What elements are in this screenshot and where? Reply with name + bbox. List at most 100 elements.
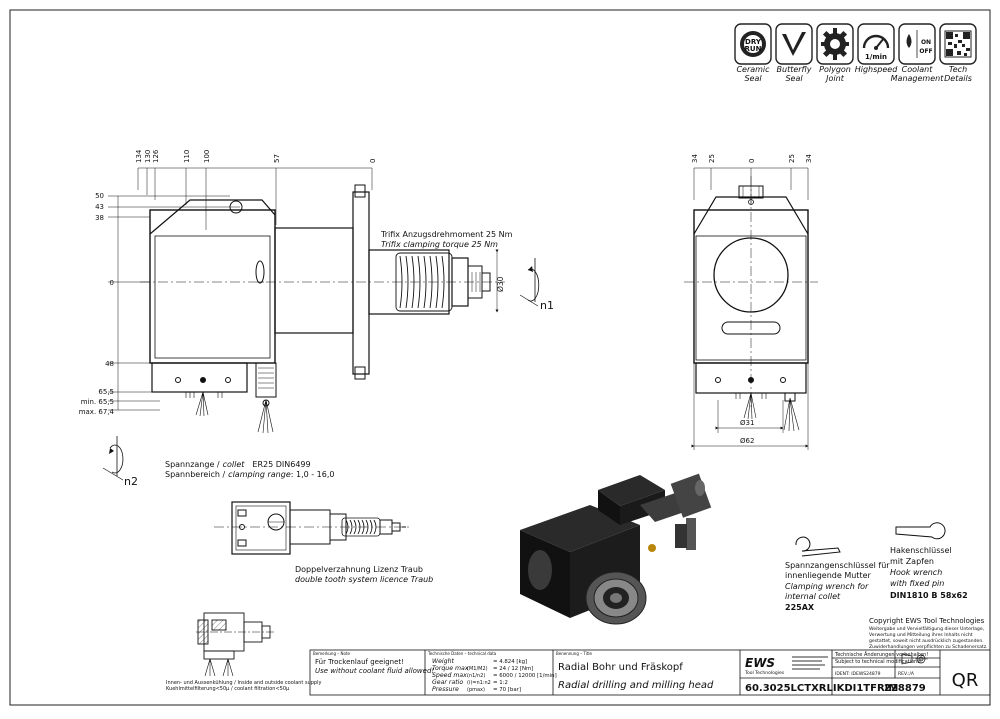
ews-logo-text: EWS (745, 656, 775, 670)
front-view (684, 167, 818, 450)
wrench2-de-2: mit Zapfen (890, 557, 934, 566)
dim-max-67-4: max. 67,4 (79, 408, 115, 416)
wrench1-en-2: internal collet (785, 592, 841, 601)
copyright-line-4: Zuwiderhandlungen verpflichten zu Schade… (869, 644, 988, 650)
rotation-n2-symbol (102, 436, 124, 481)
butterfly-seal-icon (775, 23, 813, 65)
tech-note-en: Subject to technical modifications! (835, 659, 922, 665)
ceramic-seal-glyph-1: DRY (745, 38, 762, 46)
clamp-torque-de: Trifix Anzugsdrehmoment 25 Nm (380, 230, 513, 239)
tech-label-2: Speed max. (432, 672, 469, 679)
traub-text-en: double tooth system licence Traub (295, 575, 433, 584)
ceramic-seal-glyph-2: RUN (745, 45, 762, 53)
remark-en: Use without coolant fluid allowed! (315, 667, 434, 675)
dim-dia30: Ø30 (496, 276, 505, 292)
caption-butterfly-2: Seal (785, 74, 803, 83)
wrench2-de-1: Hakenschlüssel (890, 546, 952, 555)
dim-134: 134 (135, 149, 143, 163)
highspeed-glyph: 1/min (865, 53, 887, 61)
coolant-note-de: Innen- und Aussenkühlung / Inside and ou… (166, 680, 321, 686)
caption-coolant-2: Management (891, 74, 945, 83)
tech-unit-1: (M1/M2) (467, 666, 488, 672)
sheet-border (9, 9, 991, 706)
tech-label-1: Torque max (432, 665, 469, 672)
remark-de: Für Trockenlauf geeignet! (315, 658, 404, 666)
tech-value-0: = 4.824 [kg] (493, 659, 527, 665)
dim-57: 57 (273, 154, 281, 163)
tech-unit-4: (pmax) (467, 687, 485, 693)
tech-label-0: Weight (432, 657, 454, 665)
hook-wrench-drawing (895, 522, 946, 540)
ews-logo-subtext: Tool Technologies (744, 670, 785, 676)
tech-note-de: Technische Änderungen vorbehalten! (834, 651, 928, 658)
tech-unit-2: (n1/n2) (467, 673, 485, 679)
dim-48: 48 (105, 360, 114, 368)
clamp-torque-en: Trifix clamping torque 25 Nm (381, 240, 498, 249)
caption-ceramic-1: Ceramic (736, 65, 770, 74)
qr-label[interactable]: QR (952, 670, 979, 691)
wrench1-de-2: innenliegende Mutter (785, 571, 872, 580)
copyright-line-3: gestattet, soweit nicht ausdrücklich zug… (869, 638, 984, 644)
coolant-note-en: Kuehlmittelfilterung<50µ / coolant filtr… (166, 686, 290, 692)
tech-label-4: Pressure (432, 686, 459, 693)
dim-130: 130 (144, 150, 152, 163)
highspeed-icon: 1/min (857, 23, 895, 65)
copyright-line-2: Verwertung und Mitteilung ihres Inhalts … (869, 632, 973, 638)
caption-tech-2: Details (944, 74, 972, 83)
coolant-glyph-on: ON (921, 39, 931, 46)
caption-tech-1: Tech (949, 65, 967, 74)
polygon-joint-icon (816, 23, 854, 65)
tech-value-1: = 24 / 12 [Nm] (493, 666, 533, 672)
caption-butterfly-1: Butterfly (777, 65, 812, 74)
front-dim-34-left: 34 (691, 154, 699, 163)
dim-0-top: 0 (369, 159, 377, 163)
tech-unit-3: (i)=n1:n2 (467, 680, 491, 686)
dim-38: 38 (95, 214, 104, 222)
traub-detail-view (214, 501, 410, 555)
wrench2-code: DIN1810 B 58x62 (890, 591, 968, 600)
ident-field: IDENT: IDEWS24879 (835, 671, 881, 677)
front-dim-25-right: 25 (788, 154, 796, 163)
traub-text-de: Doppelverzahnung Lizenz Traub (295, 565, 423, 574)
dim-65-5: 65,5 (98, 388, 114, 396)
tech-value-3: = 1:2 (493, 680, 508, 686)
wrench1-de-1: Spannzangenschlüssel für (785, 561, 890, 570)
dim-110: 110 (183, 150, 191, 163)
caption-highspeed: Highspeed (855, 65, 898, 74)
caption-ceramic-2: Seal (744, 74, 762, 83)
isometric-3d-view (520, 473, 712, 625)
rotation-n2-label: n2 (124, 475, 138, 488)
coolant-management-icon: ON OFF (898, 23, 936, 65)
revision-field: REV.:/A (898, 671, 915, 677)
ews-logo: EWS Tool Technologies (744, 656, 828, 676)
wrench1-en-1: Clamping wrench for (785, 582, 869, 591)
dim-126: 126 (152, 149, 160, 163)
front-dim-34-right: 34 (805, 154, 813, 163)
front-dim-dia62: Ø62 (740, 437, 754, 445)
coolant-glyph-off: OFF (919, 48, 932, 55)
drawing-number: 228879 (884, 683, 926, 694)
ceramic-seal-icon: DRY RUN (734, 23, 772, 65)
coolant-supply-detail (196, 612, 276, 677)
title-block (309, 649, 991, 696)
tech-details-qr-icon[interactable] (939, 23, 977, 65)
name-header: Benennung – Title (556, 651, 593, 656)
caption-coolant-1: Coolant (902, 65, 934, 74)
remark-header: Bemerkung – Note (313, 651, 351, 656)
rotation-n1-label: n1 (540, 299, 554, 312)
side-view (108, 167, 540, 434)
tech-label-3: Gear ratio (432, 678, 463, 686)
front-dim-0: 0 (748, 159, 756, 163)
tech-data-table: Weight = 4.824 [kg] Torque max (M1/M2) =… (432, 657, 557, 693)
front-dim-dia31: Ø31 (740, 419, 754, 427)
copyright-title: Copyright EWS Tool Technologies (869, 617, 985, 625)
dim-0-left: 0 (110, 279, 114, 287)
dim-100: 100 (203, 150, 211, 163)
wrench1-code: 225AX (785, 603, 815, 612)
feature-icons: DRY RUN 1/min (734, 23, 977, 83)
tech-value-4: = 70 [bar] (493, 687, 521, 693)
copyright-line-1: Weitergabe und Vervielfältigung dieser U… (869, 626, 985, 632)
dim-50: 50 (95, 192, 104, 200)
